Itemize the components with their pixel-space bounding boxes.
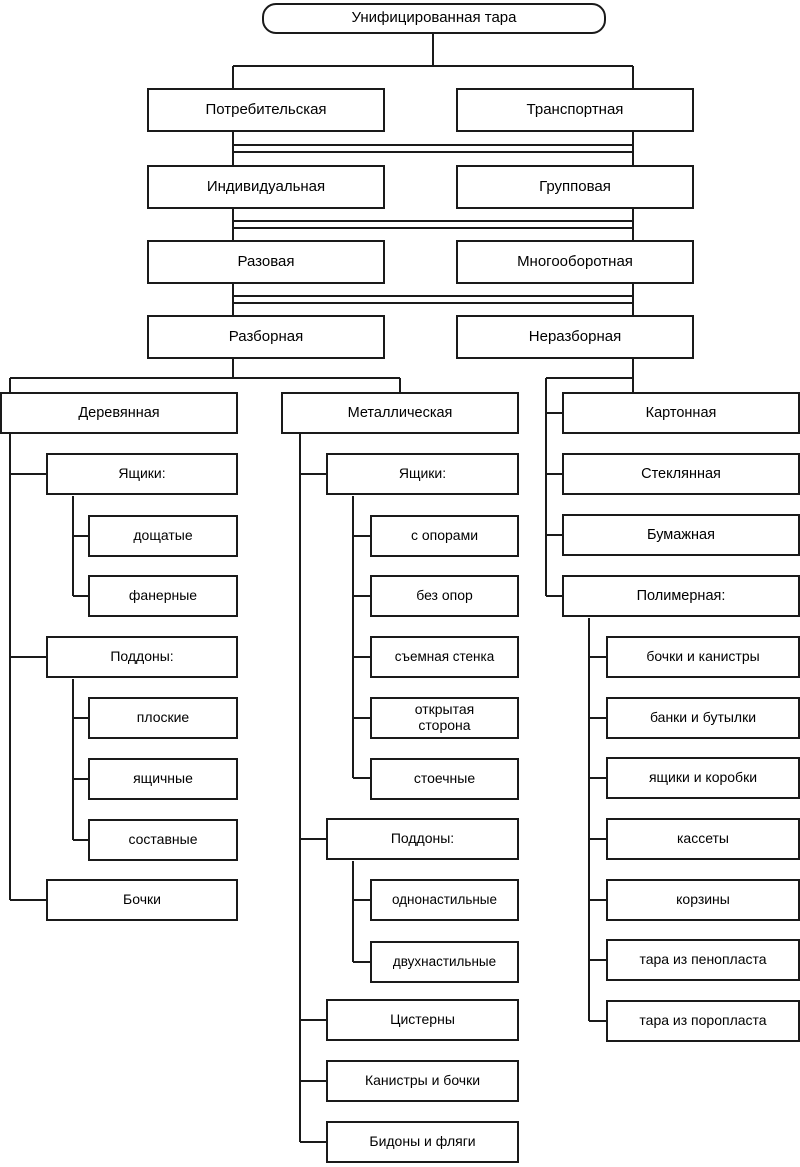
node-razbornaya[interactable]: Разборная (147, 315, 385, 359)
node-label: Бидоны и фляги (369, 1133, 476, 1150)
node-label: съемная стенка (394, 649, 495, 665)
node-wooden-sostavnye[interactable]: составные (88, 819, 238, 861)
node-gruppovaya[interactable]: Групповая (456, 165, 694, 209)
node-metal-bidony-i-flyagi[interactable]: Бидоны и фляги (326, 1121, 519, 1163)
node-polymer-korziny[interactable]: корзины (606, 879, 800, 921)
node-label: Поддоны: (390, 830, 455, 847)
node-label: без опор (416, 587, 473, 604)
node-polymer-tara-iz-poroplasta[interactable]: тара из поропласта (606, 1000, 800, 1042)
node-label: Канистры и бочки (364, 1072, 481, 1089)
node-wooden-poddony[interactable]: Поддоны: (46, 636, 238, 678)
node-label: Многооборотная (517, 252, 633, 270)
node-label: Деревянная (78, 404, 160, 421)
node-kartonnaya[interactable]: Картонная (562, 392, 800, 434)
node-metal-odnonastilnye[interactable]: однонастильные (370, 879, 519, 921)
node-wooden-doshchatye[interactable]: дощатые (88, 515, 238, 557)
node-label: стоечные (413, 770, 476, 787)
node-nerazbornaya[interactable]: Неразборная (456, 315, 694, 359)
node-polimernaya[interactable]: Полимерная: (562, 575, 800, 617)
node-label: тара из поропласта (639, 1012, 767, 1029)
node-label: тара из пенопласта (639, 951, 767, 968)
node-label: с опорами (410, 527, 479, 544)
node-label: дощатые (133, 527, 193, 544)
node-label: Унифицированная тара (351, 9, 517, 27)
node-individualnaya[interactable]: Индивидуальная (147, 165, 385, 209)
node-label: ящичные (133, 770, 193, 787)
node-label: Ящики: (398, 465, 447, 482)
node-potrebitelskaya[interactable]: Потребительская (147, 88, 385, 132)
node-label: Неразборная (528, 327, 622, 345)
node-metal-otkrytaya-storona[interactable]: открытая сторона (370, 697, 519, 739)
node-polymer-tara-iz-penoplasta[interactable]: тара из пенопласта (606, 939, 800, 981)
node-metallicheskaya[interactable]: Металлическая (281, 392, 519, 434)
node-label: Разовая (237, 252, 295, 270)
node-metal-semnaya-stenka[interactable]: съемная стенка (370, 636, 519, 678)
node-label: фанерные (128, 587, 198, 604)
node-label: Индивидуальная (206, 177, 326, 195)
node-metal-yashchiki[interactable]: Ящики: (326, 453, 519, 495)
node-wooden-yashchiki[interactable]: Ящики: (46, 453, 238, 495)
node-derevyannaya[interactable]: Деревянная (0, 392, 238, 434)
node-label: банки и бутылки (649, 709, 757, 726)
node-label: плоские (136, 709, 190, 726)
node-wooden-fanernye[interactable]: фанерные (88, 575, 238, 617)
node-polymer-bochki-i-kanistry[interactable]: бочки и канистры (606, 636, 800, 678)
node-label: Стеклянная (641, 465, 721, 482)
node-label: Картонная (645, 404, 717, 421)
node-polymer-banki-i-butylki[interactable]: банки и бутылки (606, 697, 800, 739)
node-label: открытая сторона (414, 701, 475, 733)
node-polymer-kassety[interactable]: кассеты (606, 818, 800, 860)
node-label: Бумажная (647, 526, 715, 543)
node-razovaya[interactable]: Разовая (147, 240, 385, 284)
node-wooden-bochki[interactable]: Бочки (46, 879, 238, 921)
node-steklyannaya[interactable]: Стеклянная (562, 453, 800, 495)
node-label: однонастильные (391, 892, 498, 908)
node-label: Транспортная (526, 100, 624, 118)
node-label: составные (128, 831, 198, 848)
node-label: Потребительская (205, 100, 327, 118)
node-polymer-yashchiki-i-korobki[interactable]: ящики и коробки (606, 757, 800, 799)
node-label: Разборная (228, 327, 304, 345)
node-label: Групповая (539, 177, 611, 195)
node-label: двухнастильные (392, 954, 497, 970)
node-root[interactable]: Унифицированная тара (262, 3, 606, 34)
node-transportnaya[interactable]: Транспортная (456, 88, 694, 132)
node-metal-s-oporami[interactable]: с опорами (370, 515, 519, 557)
node-label: Ящики: (118, 465, 166, 482)
node-metal-stoechnye[interactable]: стоечные (370, 758, 519, 800)
node-label: кассеты (676, 830, 729, 847)
node-wooden-ploskie[interactable]: плоские (88, 697, 238, 739)
node-wooden-yashchichnye[interactable]: ящичные (88, 758, 238, 800)
node-label: Бочки (123, 891, 161, 908)
node-metal-kanistry-i-bochki[interactable]: Канистры и бочки (326, 1060, 519, 1102)
node-mnogooborotnaya[interactable]: Многооборотная (456, 240, 694, 284)
node-label: Полимерная: (636, 587, 726, 604)
node-label: корзины (676, 891, 730, 908)
node-metal-bez-opor[interactable]: без опор (370, 575, 519, 617)
node-label: Поддоны: (110, 648, 174, 665)
node-label: ящики и коробки (648, 769, 758, 786)
node-metal-dvukhnastilnye[interactable]: двухнастильные (370, 941, 519, 983)
node-label: Металлическая (347, 404, 453, 421)
node-bumazhnaya[interactable]: Бумажная (562, 514, 800, 556)
node-metal-tsisterny[interactable]: Цистерны (326, 999, 519, 1041)
node-label: бочки и канистры (646, 648, 760, 665)
node-label: Цистерны (390, 1011, 455, 1028)
node-metal-poddony[interactable]: Поддоны: (326, 818, 519, 860)
